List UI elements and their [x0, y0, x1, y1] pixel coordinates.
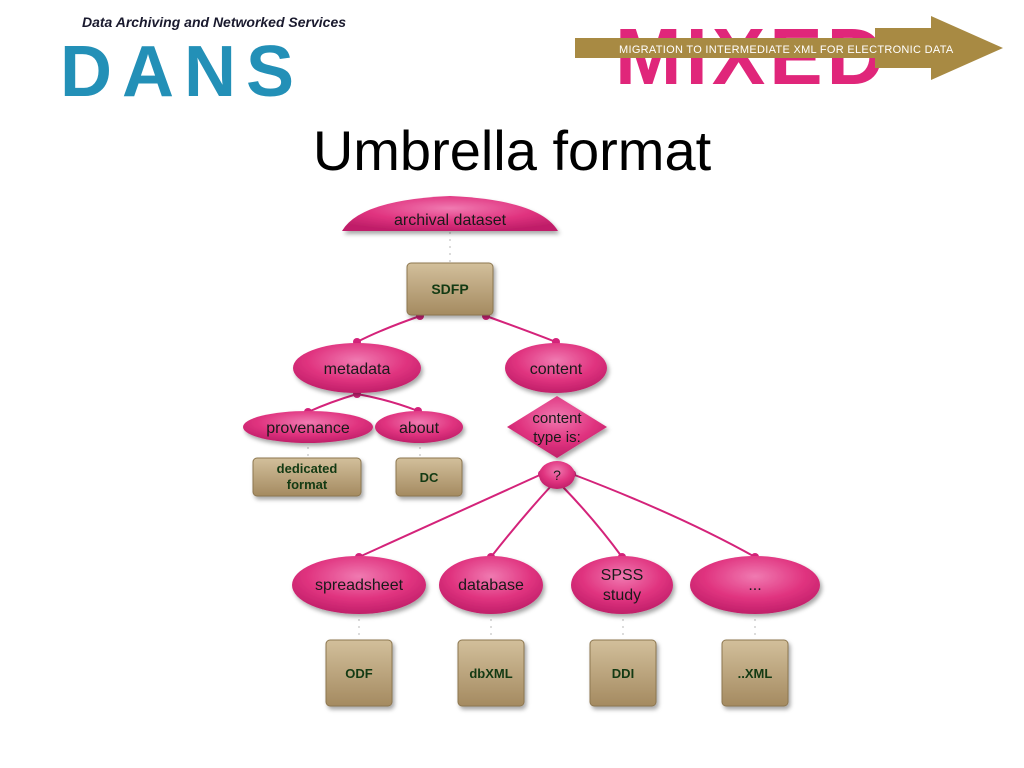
box-dc: DC	[395, 457, 463, 497]
node-spss-study: SPSS study	[571, 556, 673, 614]
node-spreadsheet: spreadsheet	[292, 556, 426, 614]
mixed-banner-text: MIGRATION TO INTERMEDIATE XML FOR ELECTR…	[619, 44, 954, 56]
box-label: DC	[420, 470, 439, 485]
node-label-line1: content	[532, 410, 582, 427]
box-dedicated-format: dedicated format	[252, 457, 362, 497]
dotted-connectors	[307, 232, 756, 640]
node-label: ...	[748, 577, 761, 594]
node-label: provenance	[266, 420, 350, 437]
box-label: ODF	[345, 666, 373, 681]
node-archival-dataset: archival dataset	[342, 196, 558, 231]
box-label-line1: dedicated	[277, 461, 338, 476]
dans-logo-text: DANS	[60, 32, 304, 102]
box-label: dbXML	[469, 666, 512, 681]
node-label-line1: SPSS	[601, 567, 644, 584]
mixed-logo: MIXED MIGRATION TO INTERMEDIATE XML FOR …	[575, 8, 1007, 101]
node-provenance: provenance	[243, 411, 373, 443]
node-label: about	[399, 420, 440, 437]
box-sdfp: SDFP	[406, 262, 494, 316]
node-label: spreadsheet	[315, 577, 404, 594]
node-content: content	[505, 343, 607, 393]
box-odf: ODF	[325, 639, 393, 707]
node-label: metadata	[324, 361, 391, 378]
node-question: ?	[539, 461, 575, 489]
box-ddi: DDI	[589, 639, 657, 707]
node-label-line2: study	[603, 587, 641, 604]
box-xml: ..XML	[721, 639, 789, 707]
dans-wordmark: DANS	[60, 32, 304, 112]
node-label: archival dataset	[394, 212, 507, 229]
node-ellipsis: ...	[690, 556, 820, 614]
box-label: DDI	[612, 666, 634, 681]
node-content-type-diamond: content type is:	[507, 396, 607, 458]
arrow-shape	[575, 16, 1003, 80]
node-about: about	[375, 411, 463, 443]
node-database: database	[439, 556, 543, 614]
node-label-line2: type is:	[533, 429, 581, 446]
box-label: ..XML	[738, 666, 773, 681]
box-dbxml: dbXML	[457, 639, 525, 707]
node-label: ?	[553, 467, 561, 483]
node-label: database	[458, 577, 524, 594]
connectors	[307, 315, 756, 558]
box-label: SDFP	[431, 281, 468, 297]
dans-logo: Data Archiving and Networked Services DA…	[60, 12, 350, 112]
dans-tagline: Data Archiving and Networked Services	[82, 14, 347, 30]
node-metadata: metadata	[293, 343, 421, 393]
box-label-line2: format	[287, 477, 328, 492]
page-title: Umbrella format	[312, 119, 712, 182]
node-label: content	[530, 361, 583, 378]
